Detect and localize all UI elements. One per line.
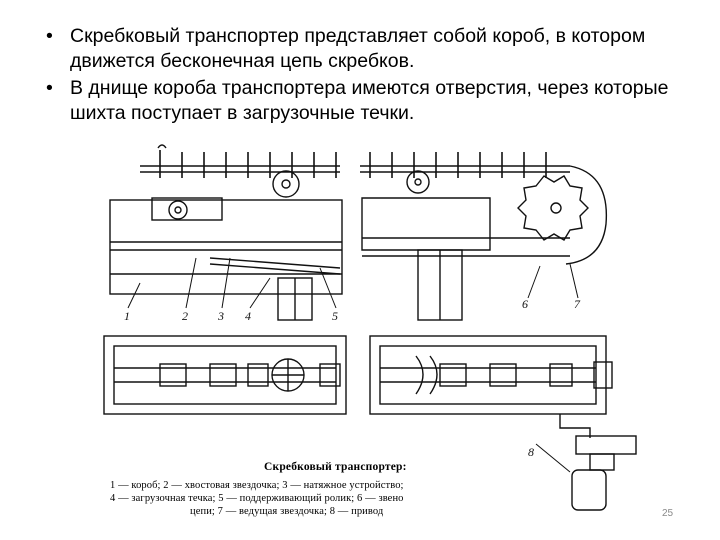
figure-caption-line: цепи; 7 — ведущая звездочка; 8 — привод bbox=[190, 506, 384, 517]
bullet-list: • Скребковый транспортер представляет со… bbox=[44, 24, 694, 128]
plan-view-right bbox=[369, 335, 637, 511]
figure-caption-line: 4 — загрузочная течка; 5 — поддерживающи… bbox=[110, 493, 404, 504]
plan-view-left bbox=[103, 335, 347, 415]
part-label-6: 6 bbox=[522, 297, 528, 311]
page-number: 25 bbox=[662, 508, 674, 519]
part-label-1: 1 bbox=[124, 309, 130, 323]
bullet-text: В днище короба транспортера имеются отве… bbox=[70, 77, 669, 124]
figure-caption-line: 1 — короб; 2 — хвостовая звездочка; 3 — … bbox=[110, 480, 404, 491]
conveyor-drawing-svg: 1 2 3 4 5 6 7 8 bbox=[103, 144, 637, 511]
conveyor-drawing: 1 2 3 4 5 6 7 8 bbox=[100, 138, 660, 520]
figure-caption-title: Скребковый транспортер: bbox=[264, 461, 407, 473]
part-label-8: 8 bbox=[528, 445, 534, 459]
part-label-3: 3 bbox=[217, 309, 224, 323]
part-label-2: 2 bbox=[182, 309, 188, 323]
part-label-5: 5 bbox=[332, 309, 338, 323]
side-view-left bbox=[109, 144, 343, 321]
bullet-item: • В днище короба транспортера имеются от… bbox=[44, 76, 694, 126]
side-view-right bbox=[360, 152, 608, 321]
part-label-4: 4 bbox=[245, 309, 251, 323]
part-label-7: 7 bbox=[574, 297, 581, 311]
bullet-marker: • bbox=[46, 25, 53, 47]
bullet-item: • Скребковый транспортер представляет со… bbox=[44, 24, 694, 74]
bullet-marker: • bbox=[46, 77, 53, 99]
bullet-text: Скребковый транспортер представляет собо… bbox=[70, 25, 646, 72]
